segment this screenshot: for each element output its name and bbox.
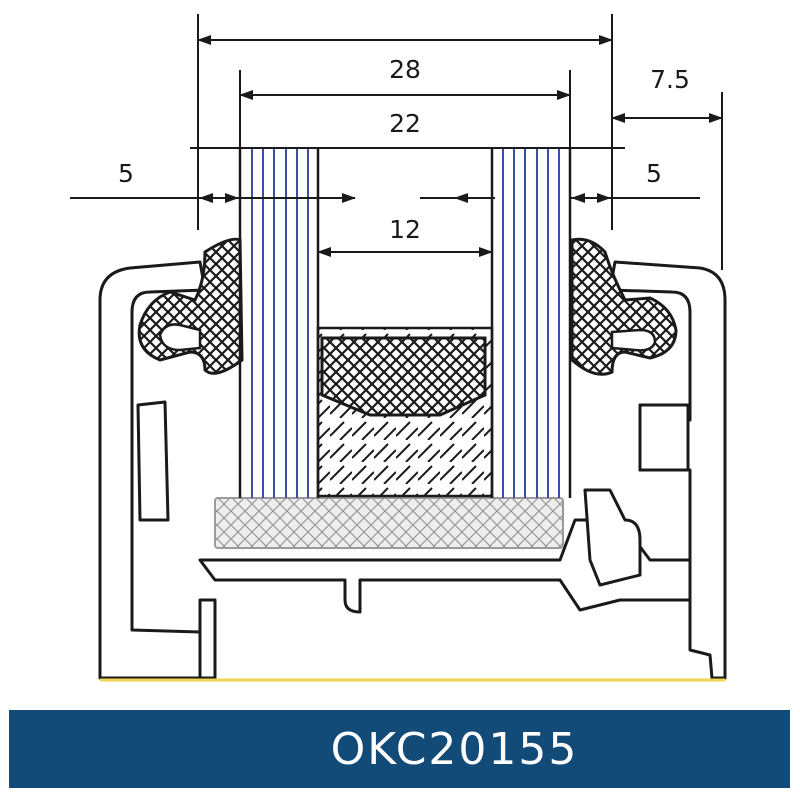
dim-right-gap-label: 5 <box>646 159 662 188</box>
left-gasket <box>137 237 244 375</box>
dim-rebate-label: 7.5 <box>650 65 690 94</box>
left-gasket-core <box>158 323 202 352</box>
right-gasket <box>570 237 678 376</box>
dim-left-gap-label: 5 <box>118 159 134 188</box>
glass-pane-left <box>238 148 320 498</box>
spacer-top <box>320 336 487 417</box>
product-banner: OKC20155 <box>9 710 790 788</box>
dimension-lines <box>70 14 723 270</box>
dim-overall-label: 28 <box>389 55 421 84</box>
frame-profile <box>98 260 727 680</box>
glass-pane-right <box>490 148 572 498</box>
dim-cavity-label: 12 <box>389 215 421 244</box>
setting-block <box>214 497 564 549</box>
product-code: OKC20155 <box>330 723 579 775</box>
dim-glass-label: 22 <box>389 109 421 138</box>
right-gasket-core <box>610 328 657 352</box>
